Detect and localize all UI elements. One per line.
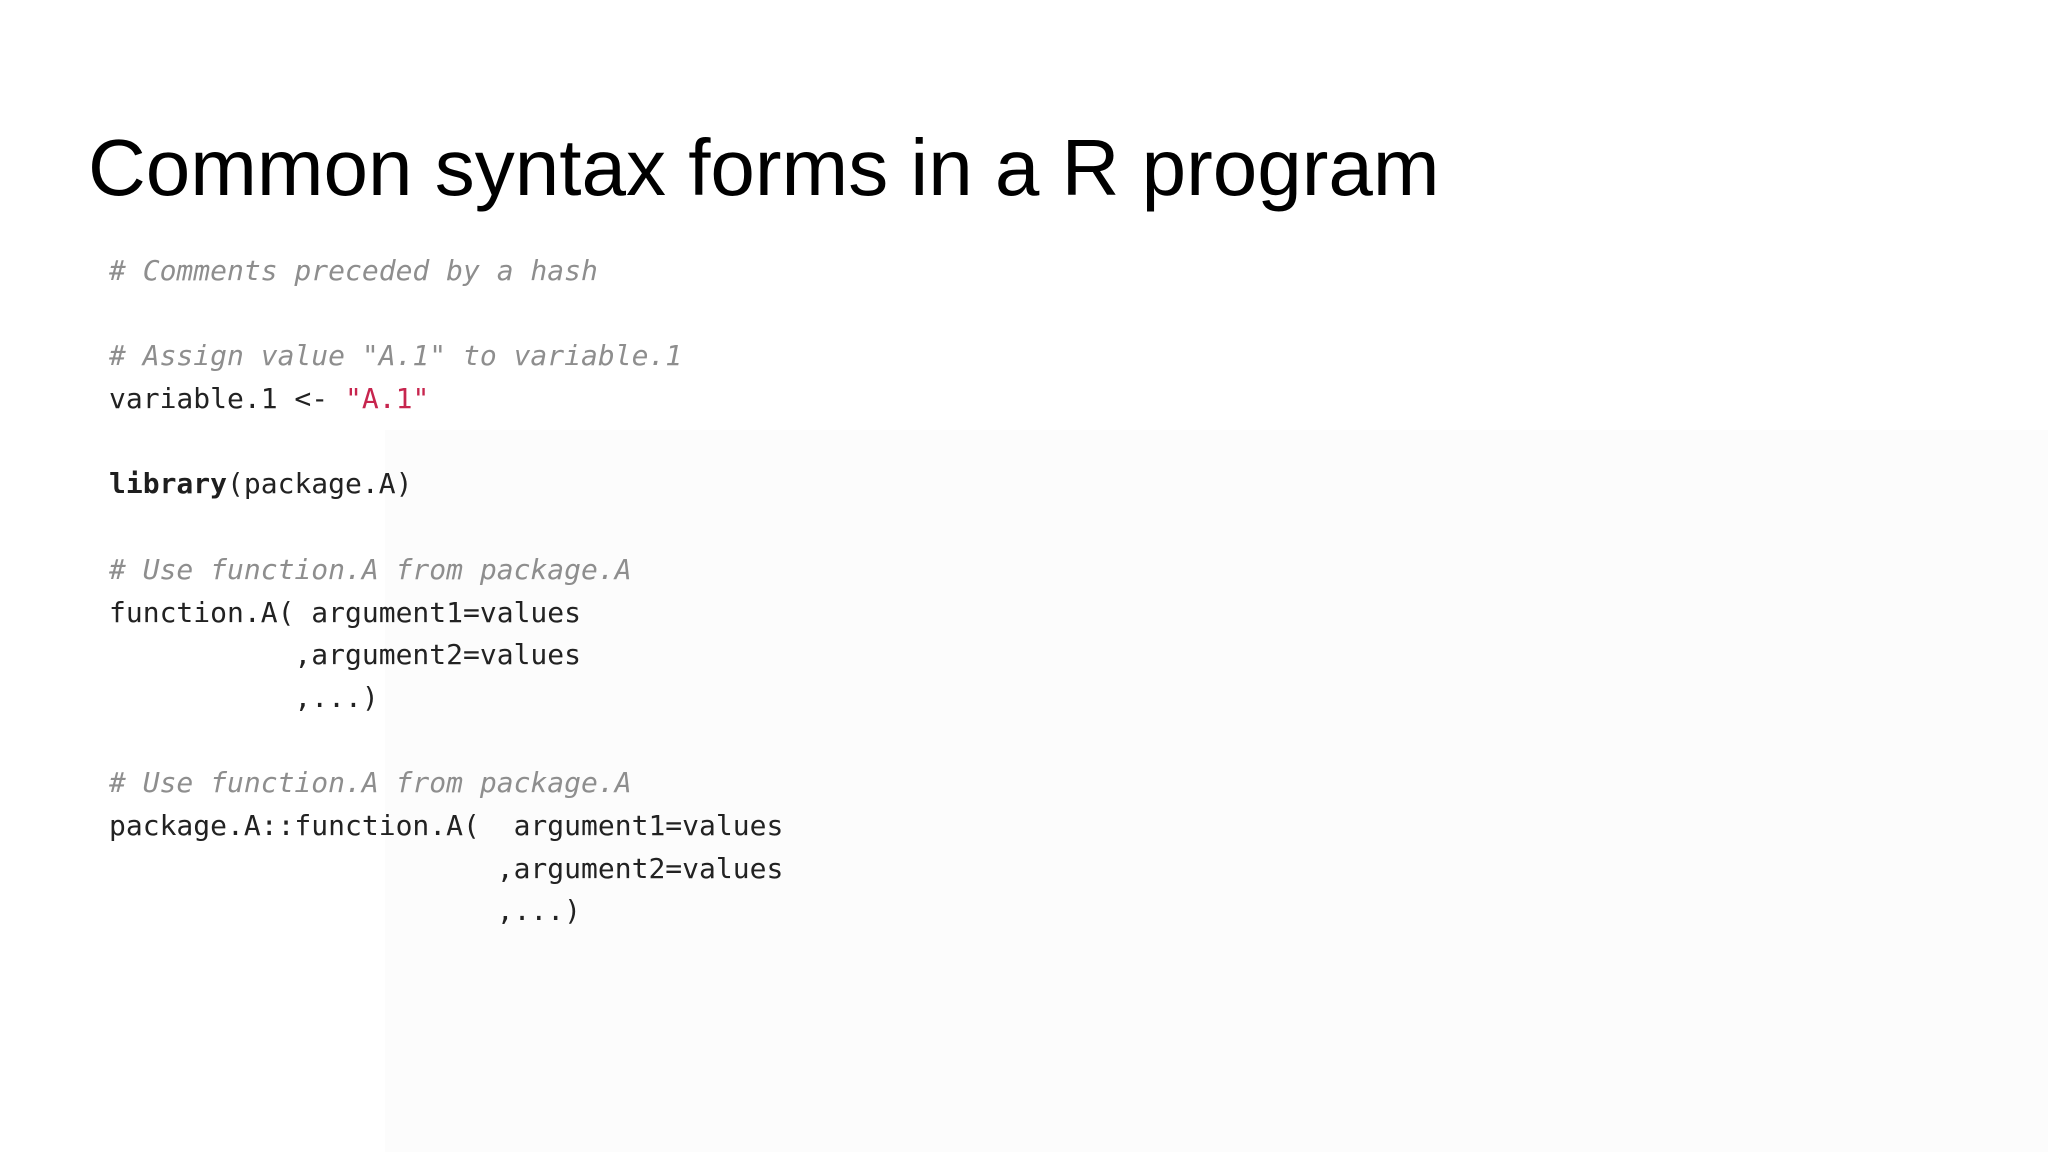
code-line: function.A( argument1=values: [109, 592, 783, 635]
blank-line: [109, 506, 783, 549]
code-line: ,...): [109, 677, 783, 720]
code-line: # Comments preceded by a hash: [109, 250, 783, 293]
code-token-plain: ,argument2=values: [109, 638, 582, 672]
code-line: # Use function.A from package.A: [109, 762, 783, 805]
code-block: # Comments preceded by a hash # Assign va…: [109, 250, 783, 933]
code-token-comment: # Comments preceded by a hash: [109, 254, 598, 287]
code-line: ,...): [109, 890, 783, 933]
code-line: ,argument2=values: [109, 848, 784, 891]
code-token-plain: variable.1 <-: [109, 382, 346, 416]
blank-line: [109, 720, 783, 763]
code-token-comment: # Assign value "A.1" to variable.1: [109, 339, 683, 373]
code-background: [385, 430, 2048, 1152]
code-token-plain: package.A::function.A( argument1=values: [109, 808, 784, 842]
code-line: library(package.A): [109, 463, 783, 506]
code-token-comment: # Use function.A from package.A: [109, 552, 632, 586]
code-token-plain: ,argument2=values: [109, 851, 784, 885]
code-line: ,argument2=values: [109, 634, 783, 677]
code-line: variable.1 <- "A.1": [109, 378, 783, 421]
code-line: # Use function.A from package.A: [109, 549, 783, 592]
blank-line: [109, 421, 783, 464]
slide-title: Common syntax forms in a R program: [88, 123, 1440, 212]
code-token-plain: ,...): [109, 894, 582, 928]
code-line: # Assign value "A.1" to variable.1: [109, 335, 783, 378]
code-token-plain: ,...): [109, 680, 379, 714]
code-token-string: "A.1": [345, 382, 430, 416]
code-token-plain: (package.A): [227, 467, 413, 501]
code-token-keyword: library: [109, 467, 228, 501]
code-token-plain: function.A( argument1=values: [109, 595, 582, 629]
blank-line: [109, 293, 783, 336]
code-token-comment: # Use function.A from package.A: [109, 766, 632, 800]
code-line: package.A::function.A( argument1=values: [109, 805, 783, 848]
